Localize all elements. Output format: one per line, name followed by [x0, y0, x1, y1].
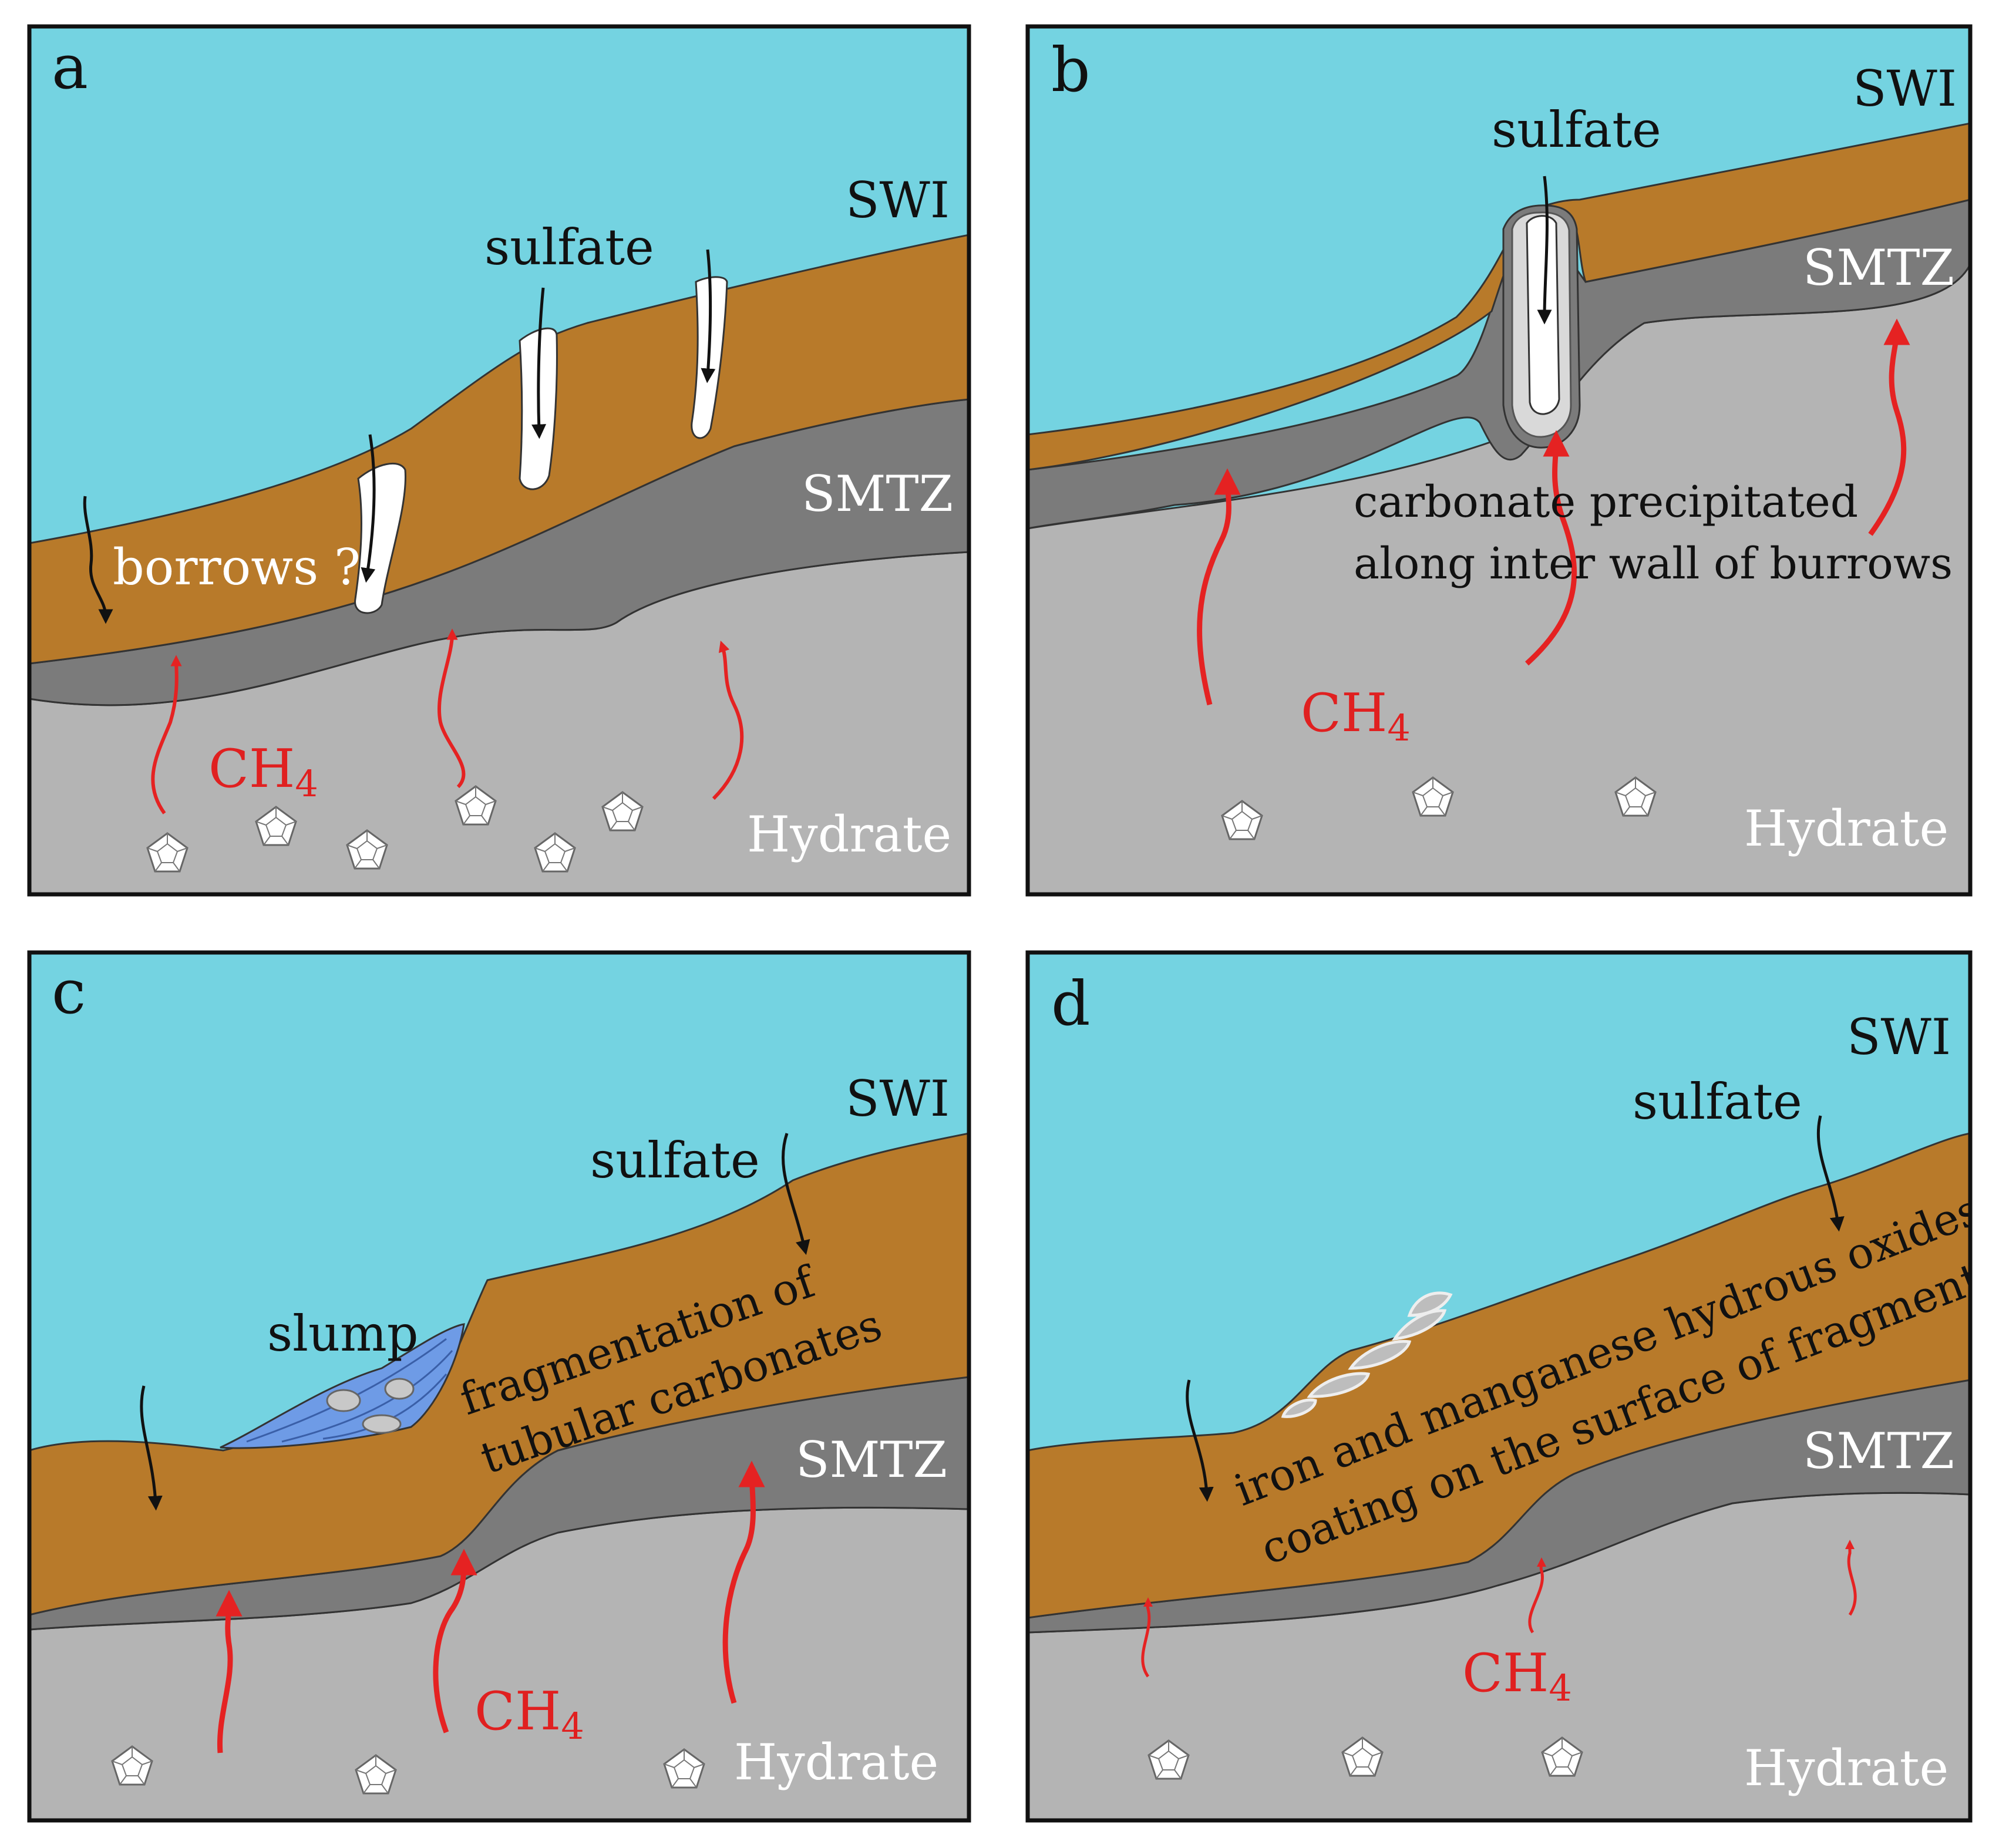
methane-label: CH4 [474, 1681, 584, 1748]
panel-letter: c [52, 956, 86, 1028]
sulfate-arrow [782, 1133, 810, 1255]
panel-letter: d [1051, 968, 1091, 1039]
coated-fragment [1407, 1291, 1453, 1317]
smtz-label: SMTZ [796, 1431, 947, 1489]
carbonate-note: along inter wall of burrows [1354, 538, 1953, 589]
swi-label: SWI [1847, 1008, 1951, 1066]
burrow [1526, 215, 1560, 415]
coated-fragment [1281, 1398, 1317, 1418]
swi-label: SWI [846, 1070, 950, 1127]
sulfate-arrow [1537, 176, 1552, 325]
swi-label: SWI [1853, 60, 1957, 117]
sulfate-arrow [1186, 1379, 1214, 1502]
smtz-label: SMTZ [802, 465, 953, 523]
sulfate-arrow [531, 287, 547, 439]
sulfate-arrow [361, 434, 376, 583]
methane-label: CH4 [208, 738, 318, 805]
sulfate-arrow [140, 1385, 163, 1511]
methane-arrow [151, 655, 182, 814]
panel-frame [1025, 950, 1973, 1823]
carbonate-fragment [384, 1378, 415, 1400]
coated-fragment [1348, 1339, 1412, 1370]
smtz-label: SMTZ [1803, 239, 1954, 297]
methane-arrow [1141, 1597, 1153, 1678]
methane-arrow [216, 1590, 243, 1753]
carbonate-fragment [326, 1389, 361, 1412]
methane-arrow [712, 640, 744, 800]
sulfate-zone-sediment [29, 234, 969, 665]
methane-arrow [1525, 430, 1577, 666]
sulfate-label: sulfate [590, 1132, 760, 1189]
slump-deposit [220, 1323, 465, 1449]
methane-arrow [1528, 1557, 1546, 1634]
hydrate-label: Hydrate [747, 806, 951, 863]
smtz-layer [1028, 198, 1970, 530]
panel-b: b SWI sulfate SMTZ carbonate precipitate… [1028, 26, 1970, 894]
panel-letter: a [52, 31, 88, 103]
methane-arrow [433, 1549, 477, 1733]
smtz-label: SMTZ [1803, 1422, 1954, 1480]
sulfate-label: sulfate [484, 218, 654, 276]
methane-arrow [437, 628, 466, 789]
sulfate-label: sulfate [1492, 101, 1661, 159]
hydrate-label: Hydrate [1744, 1739, 1948, 1797]
methane-arrow [1868, 318, 1910, 536]
coated-fragment [1307, 1372, 1371, 1398]
panel-a: a SWI sulfate SMTZ borrows ? CH4 Hydrate [29, 26, 969, 894]
sulfate-arrow [1816, 1115, 1845, 1232]
swi-label: SWI [846, 171, 950, 229]
panel-letter: b [1051, 34, 1091, 106]
panel-frame [27, 950, 971, 1823]
sulfate-arrow [701, 249, 716, 383]
methane-label: CH4 [1301, 682, 1411, 749]
panel-d: d SWI sulfate iron and manganese hydrous… [1028, 952, 1970, 1820]
sulfate-arrow [83, 496, 113, 624]
methane-arrow [1845, 1539, 1857, 1616]
carbonate-note: carbonate precipitated [1354, 477, 1858, 527]
methane-arrow [722, 1460, 765, 1704]
burrows-label: borrows ? [113, 538, 361, 596]
panel-frame [1025, 24, 1973, 897]
carbonate-fragment [362, 1414, 402, 1434]
coated-fragment [1391, 1309, 1447, 1341]
slump-label: slump [267, 1305, 419, 1362]
methane-arrow [1197, 468, 1241, 706]
hydrate-label: Hydrate [1744, 800, 1948, 857]
methane-label: CH4 [1462, 1642, 1572, 1709]
sulfate-zone-sediment [1028, 1132, 1970, 1619]
panel-frame [27, 24, 971, 897]
panel-c: c SWI sulfate slump fragmentation of tub… [29, 952, 969, 1820]
hydrate-label: Hydrate [734, 1733, 938, 1791]
sulfate-label: sulfate [1633, 1073, 1802, 1130]
